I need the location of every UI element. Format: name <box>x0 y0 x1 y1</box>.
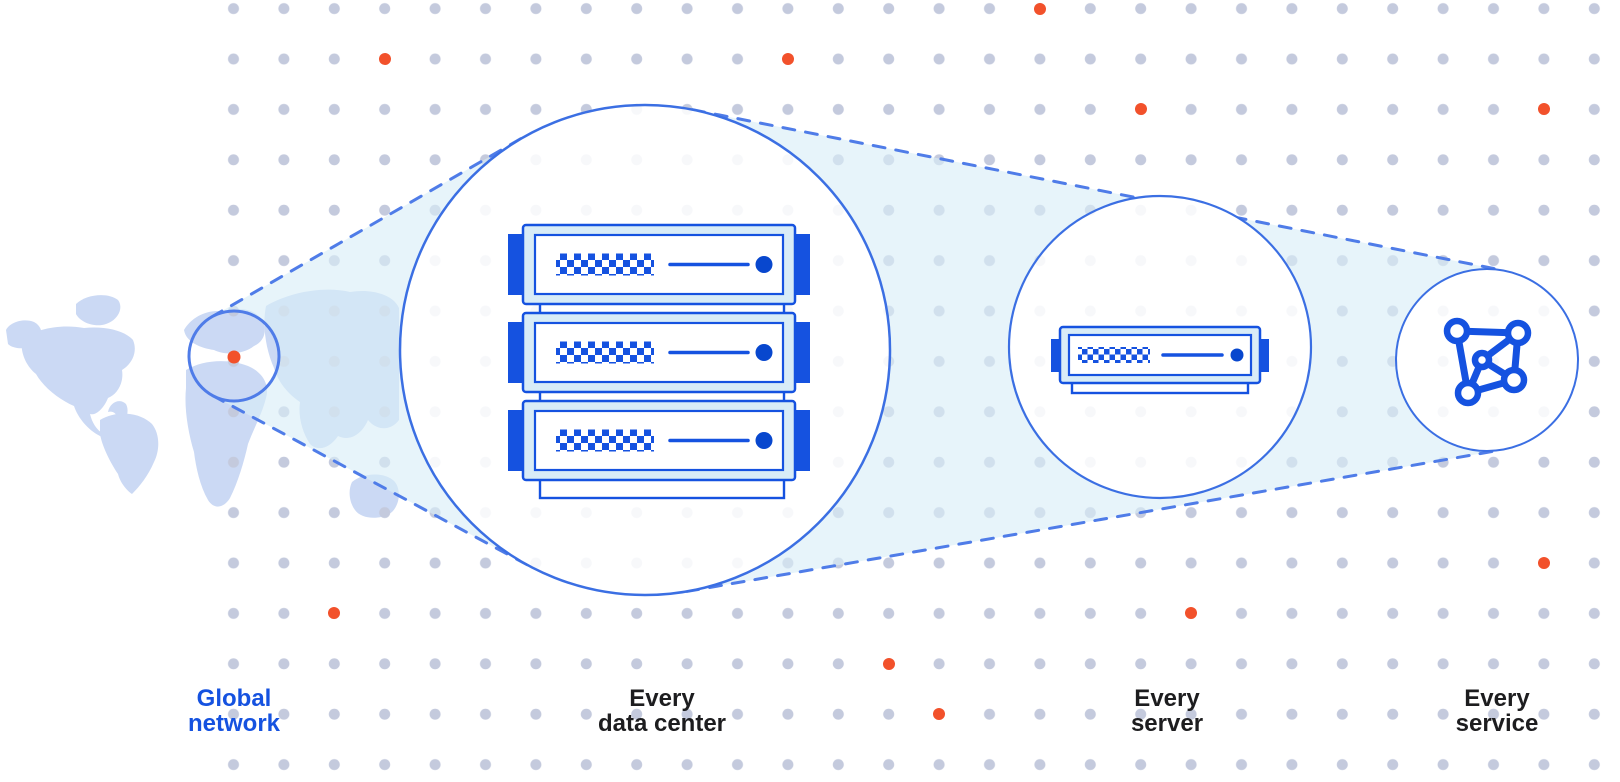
label-every-server: Every server <box>1131 686 1203 736</box>
network-graph-icon <box>1443 317 1532 407</box>
server-dot-matrix <box>556 429 654 452</box>
label-line: network <box>187 710 281 737</box>
orange-accent-dot <box>328 607 340 619</box>
server-led <box>755 432 773 449</box>
label-line: Every <box>629 685 695 712</box>
orange-accent-dots <box>328 3 1550 720</box>
orange-accent-dot <box>1034 3 1046 15</box>
orange-accent-dot <box>883 658 895 670</box>
map-location-marker <box>227 350 241 364</box>
orange-accent-dot <box>1185 607 1197 619</box>
server-unit <box>508 311 810 394</box>
graph-node <box>1500 366 1528 394</box>
graph-node <box>1471 349 1493 371</box>
label-line: Global <box>196 685 272 712</box>
dashed-line-lower-right <box>685 448 1505 593</box>
server-dot-matrix <box>556 341 654 364</box>
dashed-line-upper-left <box>210 136 525 319</box>
graph-node <box>1454 379 1482 407</box>
label-every-data-center: Every data center <box>598 686 726 736</box>
server-led <box>755 256 773 273</box>
map-south-america <box>100 413 159 494</box>
server-led <box>755 344 773 361</box>
label-every-service: Every service <box>1456 686 1539 736</box>
server-dot-matrix <box>556 253 654 276</box>
label-line: data center <box>597 710 727 737</box>
label-line: Every <box>1134 685 1200 712</box>
label-line: Every <box>1464 685 1530 712</box>
label-line: server <box>1130 710 1204 737</box>
single-server <box>1051 325 1269 395</box>
datacenter-servers <box>508 223 810 500</box>
label-global-network: Global network <box>188 686 280 736</box>
orange-accent-dot <box>1538 103 1550 115</box>
orange-accent-dot <box>933 708 945 720</box>
orange-accent-dot <box>1135 103 1147 115</box>
server-unit <box>508 399 810 482</box>
orange-accent-dot <box>379 53 391 65</box>
label-line: service <box>1455 710 1539 737</box>
graph-node <box>1504 319 1532 347</box>
server-unit <box>508 223 810 306</box>
map-greenland <box>76 295 121 326</box>
server-led <box>1230 348 1244 362</box>
orange-accent-dot <box>782 53 794 65</box>
map-north-america <box>21 326 135 438</box>
graph-node <box>1443 317 1471 345</box>
server-dot-matrix <box>1078 347 1150 363</box>
dashed-line-upper-right <box>691 108 1507 273</box>
dashed-line-lower-left <box>211 394 531 568</box>
orange-accent-dot <box>1538 557 1550 569</box>
map-highlight-ring <box>187 309 281 403</box>
